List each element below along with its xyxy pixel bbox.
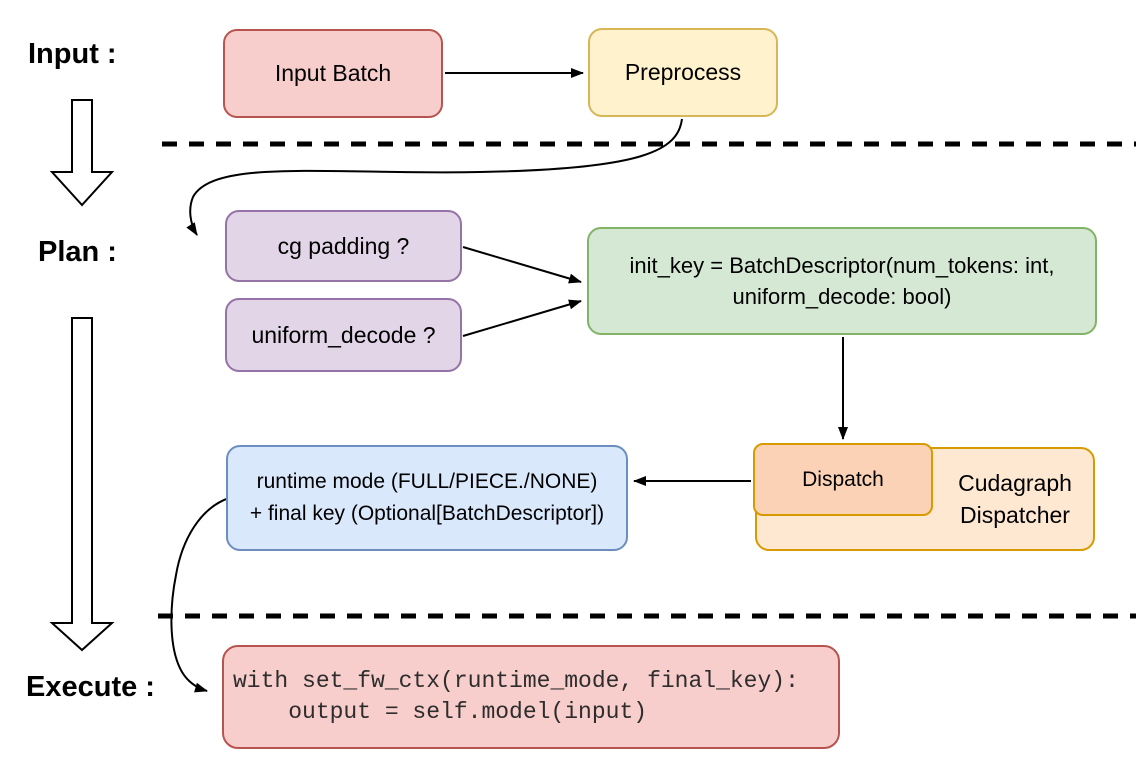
plan-flow-down-arrow-icon xyxy=(49,317,115,652)
node-runtime-line2: + final key (Optional[BatchDescriptor]) xyxy=(249,502,605,525)
node-init-key-line1: init_key = BatchDescriptor(num_tokens: i… xyxy=(629,253,1055,278)
cudagraph-line2: Dispatcher xyxy=(960,502,1070,528)
node-init-key-line2: uniform_decode: bool) xyxy=(732,284,952,309)
cudagraph-line1: Cudagraph xyxy=(958,470,1072,496)
arrow-cgpadding-to-initkey xyxy=(462,246,582,284)
stage-label-execute: Execute : xyxy=(26,671,155,703)
node-execute-code: with set_fw_ctx(runtime_mode, final_key)… xyxy=(222,645,840,749)
node-runtime-line1: runtime mode (FULL/PIECE./NONE) xyxy=(256,470,598,493)
node-init-key: init_key = BatchDescriptor(num_tokens: i… xyxy=(587,227,1097,335)
cudagraph-dispatcher-label: Cudagraph Dispatcher xyxy=(935,449,1095,549)
execute-code-line2: output = self.model(input) xyxy=(233,699,648,725)
node-cg-padding-label: cg padding ? xyxy=(277,232,410,259)
input-flow-down-arrow-icon xyxy=(49,99,115,207)
arrow-preprocess-to-cgpadding xyxy=(186,118,683,236)
node-preprocess: Preprocess xyxy=(588,28,778,117)
node-input-batch: Input Batch xyxy=(223,29,443,118)
node-dispatch: Dispatch xyxy=(753,443,933,516)
stage-label-plan: Plan : xyxy=(38,236,117,268)
arrow-uniformdecode-to-initkey xyxy=(462,299,582,337)
node-input-batch-label: Input Batch xyxy=(274,60,392,86)
node-runtime-result: runtime mode (FULL/PIECE./NONE) + final … xyxy=(226,445,628,551)
node-cg-padding: cg padding ? xyxy=(225,210,462,282)
node-preprocess-label: Preprocess xyxy=(624,59,742,85)
node-dispatch-label: Dispatch xyxy=(802,467,884,491)
node-uniform-decode-label: uniform_decode ? xyxy=(251,321,436,348)
execute-code-line1: with set_fw_ctx(runtime_mode, final_key)… xyxy=(233,668,799,694)
node-uniform-decode: uniform_decode ? xyxy=(225,298,462,372)
stage-label-input: Input : xyxy=(28,38,117,70)
arrow-runtime-to-execute xyxy=(170,497,230,693)
